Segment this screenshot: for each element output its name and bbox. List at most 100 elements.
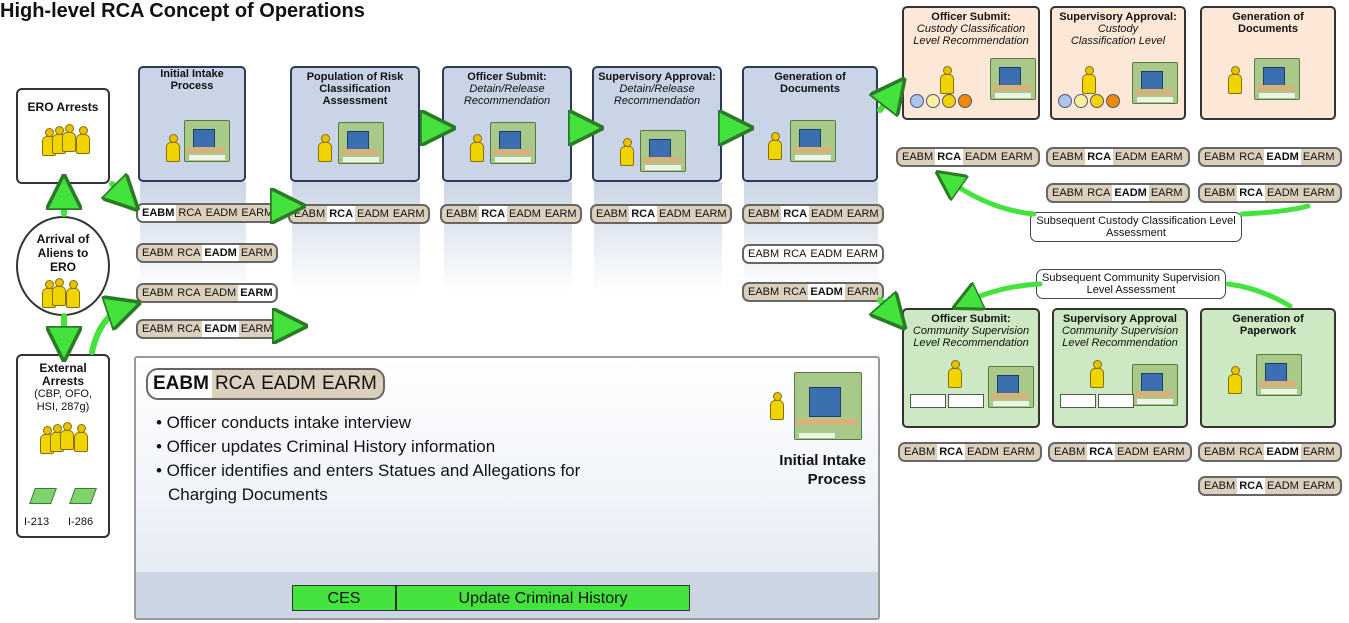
officer-icon <box>470 134 484 162</box>
segment-eadm: EADM <box>1264 149 1301 165</box>
arrow-community-loop-left <box>966 281 1043 302</box>
stage-subtitle: Custody Classification Level <box>1070 23 1166 47</box>
officer-icon <box>1228 66 1242 94</box>
segment-rca: RCA <box>177 323 201 335</box>
community-loop-callout: Subsequent Community Supervision Level A… <box>1036 269 1226 299</box>
officer-icon <box>948 360 962 388</box>
workstation-icon <box>490 122 536 164</box>
stage-officer-submit-detain[interactable]: Officer Submit: Detain/Release Recommend… <box>442 66 572 182</box>
workstation-icon <box>640 130 686 172</box>
workstation-icon <box>338 122 384 164</box>
stage-title: Generation of Documents <box>774 71 846 95</box>
supervisor-icon <box>1090 360 1104 388</box>
custody-loop-callout: Subsequent Custody Classification Level … <box>1030 212 1242 242</box>
segment-earm: EARM <box>240 247 273 259</box>
stage-officer-submit-community[interactable]: Officer Submit: Community Supervision Le… <box>902 308 1040 428</box>
segment-eabm: EABM <box>1052 187 1084 199</box>
segment-eadm: EADM <box>204 287 237 299</box>
stage-risk-classification[interactable]: Population of Risk Classification Assess… <box>290 66 420 182</box>
stage-generation-documents[interactable]: Generation of Documents <box>742 66 878 182</box>
people-icon <box>18 420 108 460</box>
stage-title: Population of Risk Classification Assess… <box>306 71 404 107</box>
segment-eadm: EADM <box>659 208 691 220</box>
segment-earm: EARM <box>240 323 273 335</box>
segment-earm: EARM <box>1152 446 1185 458</box>
stage-generation-paperwork[interactable]: Generation of Paperwork <box>1200 308 1336 428</box>
segment-earm: EARM <box>544 208 577 220</box>
segment-rca: RCA <box>1087 444 1116 460</box>
arrow-external-to-intake <box>89 308 124 355</box>
officer-icon <box>166 134 180 162</box>
doc-label-i286: I-286 <box>68 516 94 528</box>
workstation-icon <box>1132 364 1178 406</box>
stage-title: Officer Submit: <box>467 71 547 83</box>
segment-eadm: EADM <box>810 248 843 260</box>
segment-eabm: EABM <box>1204 446 1236 458</box>
external-arrests-box[interactable]: External Arrests (CBP, OFO, HSI, 287g) I… <box>16 354 110 538</box>
segment-rca: RCA <box>781 206 810 222</box>
arrow-custody-loop-right <box>1239 203 1311 217</box>
segment-earm: EARM <box>846 248 878 260</box>
arrival-circle[interactable]: Arrival of Aliens to ERO <box>16 216 110 316</box>
segment-eadm: EADM <box>965 151 997 163</box>
workstation-icon <box>1254 58 1300 100</box>
workstation-icon <box>794 372 862 440</box>
bullet-item: • Officer identifies and enters Statues … <box>156 461 581 504</box>
segment-earm: EARM <box>1302 480 1335 492</box>
workstation-icon <box>184 120 230 162</box>
stage-title: Generation of Documents <box>1232 11 1304 35</box>
segment-eadm: EADM <box>202 245 239 261</box>
segment-eabm: EABM <box>748 208 780 220</box>
stage-subtitle: Community Supervision Level Recommendati… <box>912 325 1030 349</box>
level-cards-icon <box>1060 394 1134 408</box>
segment-eabm: EABM <box>902 151 934 163</box>
segment-eabm: EABM <box>748 286 780 298</box>
stage-generation-documents-custody[interactable]: Generation of Documents <box>1200 6 1336 120</box>
segment-eadm: EADM <box>1267 480 1299 492</box>
segment-eadm: EADM <box>1267 187 1299 199</box>
segment-eabm: EABM <box>748 248 780 260</box>
segment-earm: EARM <box>1002 446 1035 458</box>
segment-earm: EARM <box>846 286 879 298</box>
segment-eabm: EABM <box>904 446 936 458</box>
segment-eadm: EADM <box>1264 444 1301 460</box>
stage-initial-intake[interactable]: Initial Intake Process <box>138 66 246 182</box>
document-icon <box>29 488 57 504</box>
stage-supervisory-approval-community[interactable]: Supervisory Approval Community Supervisi… <box>1052 308 1188 428</box>
segment-eadm: EADM <box>811 208 843 220</box>
segment-earm: EARM <box>392 208 425 220</box>
level-dial-icons <box>910 94 972 108</box>
stage-officer-submit-custody[interactable]: Officer Submit: Custody Classification L… <box>902 6 1040 120</box>
bullet-item: • Officer conducts intake interview <box>156 413 412 432</box>
segment-eadm: EADM <box>357 208 389 220</box>
supervisor-icon <box>1082 66 1096 94</box>
stage-title: Generation of Paperwork <box>1232 313 1304 337</box>
detail-bullets: • Officer conducts intake interview • Of… <box>156 411 588 507</box>
workstation-icon <box>1132 62 1178 104</box>
segment-rca: RCA <box>937 444 966 460</box>
officer-icon <box>318 134 332 162</box>
stage-title: Supervisory Approval: <box>1059 11 1177 23</box>
segment-earm: EARM <box>238 285 275 301</box>
segment-rca: RCA <box>214 373 256 394</box>
segment-eabm: EABM <box>1054 446 1086 458</box>
ero-arrests-box[interactable]: ERO Arrests <box>16 88 110 184</box>
segment-rca: RCA <box>178 207 202 219</box>
segment-eadm: EADM <box>967 446 999 458</box>
segment-rca: RCA <box>935 149 964 165</box>
stage-supervisory-approval-custody[interactable]: Supervisory Approval: Custody Classifica… <box>1050 6 1186 120</box>
stage-supervisory-approval-detain[interactable]: Supervisory Approval: Detain/Release Rec… <box>592 66 722 182</box>
workstation-icon <box>988 366 1034 408</box>
arrow-to-custody <box>880 92 894 110</box>
update-criminal-history-button[interactable]: Update Criminal History <box>396 585 690 611</box>
ces-button[interactable]: CES <box>292 585 396 611</box>
segment-eabm: EABM <box>142 247 174 259</box>
stage-subtitle: Detain/Release Recommendation <box>613 83 701 107</box>
detail-system-pill: EABM RCA EADM EARM <box>146 368 385 400</box>
